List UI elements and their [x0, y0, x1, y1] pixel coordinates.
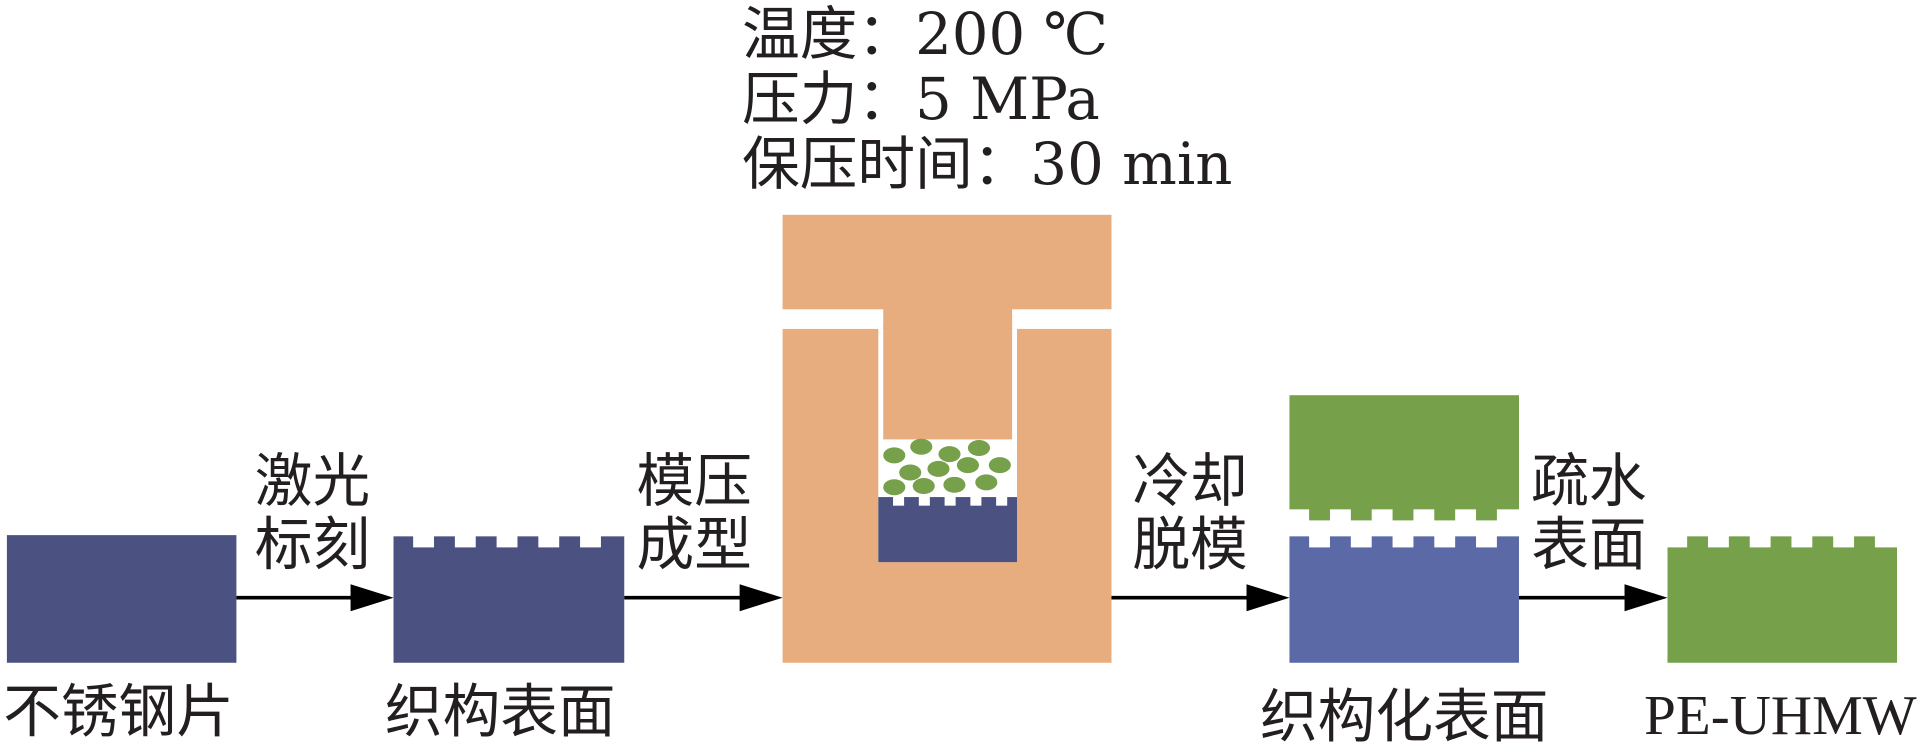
polymer-particle — [927, 460, 950, 477]
arrow-laser-marking: 激光 标刻 — [236, 447, 394, 612]
polymer-powder — [883, 438, 1011, 496]
pe-surface-bump — [1687, 536, 1708, 549]
arrow-cooling-demolding: 冷却 脱模 — [1111, 447, 1290, 612]
polymer-particle — [883, 479, 906, 496]
stage-textured-replica: 织构化表面 — [1260, 395, 1548, 745]
texture-notch — [1434, 535, 1456, 548]
replica-tooth — [1309, 508, 1330, 521]
replica-tooth — [1476, 508, 1497, 521]
replica-tooth — [1434, 508, 1456, 521]
texture-notch — [538, 535, 560, 548]
replica-tooth — [1392, 508, 1414, 521]
laser-label-line1: 激光 — [255, 447, 370, 515]
molding-label-line2: 成型 — [637, 511, 752, 579]
polymer-particle — [943, 476, 966, 493]
mold-punch-stem-inner — [883, 326, 1013, 440]
polymer-particle — [967, 440, 991, 456]
texture-notch — [580, 535, 601, 548]
texture-notch — [1309, 535, 1330, 548]
texture-notch — [454, 535, 476, 548]
hydrophobic-label-line1: 疏水 — [1531, 447, 1646, 515]
polymer-particle — [938, 446, 961, 463]
textured-surface-label: 织构表面 — [385, 677, 616, 745]
texture-notch — [413, 535, 435, 548]
polymer-particle — [883, 447, 906, 464]
pe-surface-bump — [1728, 536, 1750, 549]
stage-mold — [782, 214, 1112, 663]
polymer-particle — [912, 478, 935, 495]
hydrophobic-label-line2: 表面 — [1531, 511, 1646, 579]
arrow-head — [1246, 584, 1290, 612]
arrow-head — [739, 584, 783, 612]
laser-label-line2: 标刻 — [255, 511, 370, 579]
steel-template-block — [1289, 536, 1519, 663]
texture-notch — [893, 495, 905, 506]
pe-replica-block — [1289, 395, 1519, 510]
textured-steel-block — [393, 536, 625, 663]
pe-uhmw-label: PE-UHMW — [1644, 685, 1917, 745]
mold-steel-insert — [878, 497, 1018, 563]
pe-surface-bump — [1812, 536, 1834, 549]
arrow-head — [1624, 584, 1668, 612]
steel-plate-block — [6, 535, 237, 663]
pressure-label: 压力：5 MPa — [742, 65, 1100, 133]
stage-steel-plate: 不锈钢片 — [3, 535, 237, 745]
texture-notch — [918, 495, 930, 506]
polymer-particle — [910, 438, 933, 455]
replica-tooth — [1350, 508, 1372, 521]
pe-uhmw-block — [1667, 547, 1898, 663]
texture-notch — [496, 535, 518, 548]
process-conditions: 温度：200 ℃ 压力：5 MPa 保压时间：30 min — [742, 0, 1232, 198]
texture-notch — [944, 495, 956, 506]
texture-notch — [1476, 535, 1497, 548]
molding-label-line1: 模压 — [637, 447, 752, 515]
temperature-label: 温度：200 ℃ — [742, 0, 1108, 68]
texture-notch — [970, 495, 982, 506]
texture-notch — [1350, 535, 1372, 548]
mold-punch-plate — [782, 214, 1112, 310]
polymer-particle — [899, 464, 922, 481]
textured-replica-label: 织构化表面 — [1260, 682, 1548, 745]
arrow-hydrophobic-surface: 疏水 表面 — [1518, 447, 1668, 612]
demolding-label-line2: 脱模 — [1132, 511, 1247, 579]
polymer-particle — [975, 474, 998, 491]
polymer-particle — [988, 457, 1011, 474]
hold-time-label: 保压时间：30 min — [742, 130, 1232, 198]
texture-notch — [996, 495, 1008, 506]
stage-pe-uhmw: PE-UHMW — [1644, 536, 1917, 745]
arrow-head — [350, 584, 394, 612]
pe-surface-bump — [1770, 536, 1792, 549]
steel-plate-label: 不锈钢片 — [3, 677, 234, 745]
polymer-particle — [956, 457, 979, 474]
stage-textured-surface: 织构表面 — [385, 535, 625, 745]
texture-notch — [1392, 535, 1414, 548]
arrow-compression-molding: 模压 成型 — [624, 447, 783, 612]
demolding-label-line1: 冷却 — [1132, 447, 1247, 515]
pe-surface-bump — [1854, 536, 1875, 549]
